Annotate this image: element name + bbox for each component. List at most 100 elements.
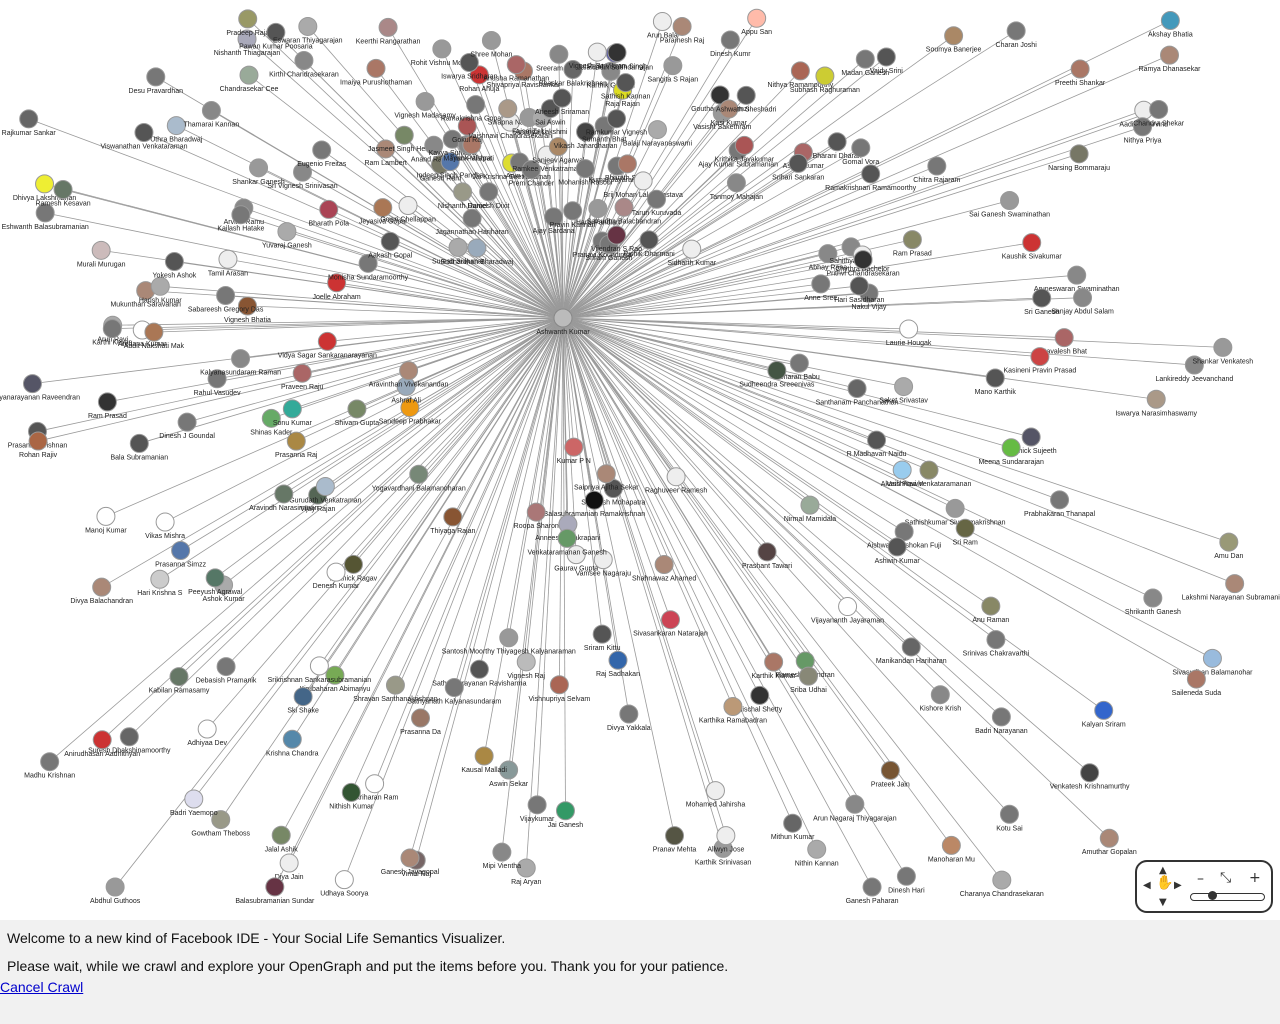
friend-avatar[interactable] [448,237,468,257]
friend-node[interactable]: Arun Nagaraj Thiyagarajan [813,794,897,822]
friend-node[interactable]: Charanya Chandrasekaran [960,870,1044,898]
friend-avatar[interactable] [666,467,686,487]
friend-node[interactable]: Karthick Sujeeth [1006,427,1057,455]
friend-node[interactable]: Prasanna Da [400,708,441,736]
friend-node[interactable]: Sathishkumar Sivaramakrishnan [905,498,1006,526]
pan-right-icon[interactable]: ▶ [1174,880,1182,891]
friend-node[interactable]: Nishanth Daniel [438,182,488,210]
friend-node[interactable]: Jalal Ashik [265,825,299,853]
friend-node[interactable]: Kailash Hatake [217,205,265,233]
friend-avatar[interactable] [927,156,947,176]
friend-avatar[interactable] [789,353,809,373]
friend-node[interactable]: Kausal Malladi [461,746,507,774]
friend-avatar[interactable] [319,199,339,219]
friend-avatar[interactable] [1006,21,1026,41]
friend-node[interactable]: Aswin Sekar [489,760,529,788]
friend-node[interactable]: Balasubramanian Sundar [235,877,315,905]
friend-node[interactable]: Indeep Singh Pandha [417,152,484,180]
friend-avatar[interactable] [341,782,361,802]
friend-node[interactable]: Imaiya Purushothaman [340,58,412,86]
friend-node[interactable]: Sudheendra Sreeenivas [739,361,815,389]
friend-node[interactable]: Laurie Hougak [886,319,932,347]
friend-node[interactable]: Trish Pallapati [450,135,495,163]
friend-avatar[interactable] [566,545,586,565]
friend-avatar[interactable] [527,795,547,815]
friend-node[interactable]: Vamsee Nagaraju [575,550,631,578]
friend-avatar[interactable] [902,230,922,250]
friend-node[interactable]: Eugenio Freitas [297,140,347,168]
friend-node[interactable]: Bharath Pola [309,199,350,227]
friend-node[interactable]: Hans Pandian [576,198,620,226]
friend-avatar[interactable] [790,61,810,81]
friend-avatar[interactable] [516,858,536,878]
friend-node[interactable]: Yuvaraj Ganesh [262,222,312,250]
friend-avatar[interactable] [855,49,875,69]
friend-avatar[interactable] [171,540,191,560]
friend-node[interactable]: Aneesh Sriraman [535,88,589,116]
friend-node[interactable]: Badri Narayanan [975,707,1028,735]
friend-avatar[interactable] [899,319,919,339]
friend-avatar[interactable] [945,498,965,518]
friend-node[interactable]: Preethi Shankar [1055,59,1106,87]
friend-node[interactable]: Anirudhasan Aadhithyan [64,730,140,758]
friend-avatar[interactable] [1080,763,1100,783]
friend-avatar[interactable] [274,484,294,504]
friend-avatar[interactable] [271,825,291,845]
friend-node[interactable]: Harish Kumar [139,276,182,304]
friend-node[interactable]: Praveen Raju [281,363,324,391]
friend-node[interactable]: Pravin Kannan [550,201,596,229]
friend-avatar[interactable] [930,685,950,705]
friend-avatar[interactable] [549,675,569,695]
friend-avatar[interactable] [365,774,385,794]
pan-down-icon[interactable]: ▼ [1159,897,1167,908]
friend-avatar[interactable] [601,61,621,81]
friend-node[interactable]: Rajkumar Sankar [2,109,57,137]
friend-node[interactable]: Srikrishnan Sankarasubramanian [268,656,372,684]
friend-node[interactable]: Raj Sadhakan [596,650,640,678]
friend-avatar[interactable] [652,12,672,32]
friend-node[interactable]: Sreeram Mouli [536,44,582,72]
friend-avatar[interactable] [432,39,452,59]
friend-avatar[interactable] [469,65,489,85]
friend-node[interactable]: Chitra Rajaram [913,156,961,184]
friend-avatar[interactable] [1133,117,1153,137]
friend-node[interactable]: Adhiyaa Dev [187,719,228,747]
friend-node[interactable]: Shankar Ganesh [232,158,285,186]
friend-node[interactable]: Jai Ganesh [548,801,584,829]
friend-node[interactable]: Aakash Gopal [368,231,413,259]
friend-node[interactable]: Manikandan Hariharan [876,637,947,665]
friend-node[interactable]: Debasish Pramanik [196,657,257,685]
pan-hand-icon[interactable]: ✋ [1156,875,1174,891]
friend-avatar[interactable] [347,399,367,419]
friend-avatar[interactable] [492,842,512,862]
friend-node[interactable]: Sidharth Kumar [667,239,717,267]
friend-avatar[interactable] [798,666,818,686]
friend-node[interactable]: Vaishnavi Venkataramanan [887,460,972,488]
friend-node[interactable]: Sanjeev Agarwal [532,137,585,165]
friend-avatar[interactable] [849,276,869,296]
friend-node[interactable]: Saisudha Balachandran [587,197,661,225]
friend-node[interactable]: Saipriya Ajitha Sekar [574,464,639,492]
friend-avatar[interactable] [827,132,847,152]
friend-node[interactable]: Santosh Moorthy Thiyagesh Kalyanaraman [442,628,576,656]
friend-avatar[interactable] [409,464,429,484]
friend-avatar[interactable] [757,542,777,562]
friend-node[interactable]: Lakshmi Narayanan Subramanian [1182,574,1280,602]
friend-avatar[interactable] [862,877,882,897]
friend-node[interactable]: Balasubramanian Ramakrishnan [544,490,646,518]
zoom-slider-handle[interactable] [1207,891,1217,900]
friend-avatar[interactable] [415,91,435,111]
friend-avatar[interactable] [544,207,564,227]
friend-avatar[interactable] [672,16,692,36]
friend-node[interactable]: Sandeep Prabhakar [379,398,442,426]
friend-avatar[interactable] [334,870,354,890]
friend-node[interactable]: Dinesh Kumr [710,30,751,58]
friend-node[interactable]: Raghuveer Ramesh [645,467,707,495]
friend-node[interactable]: Hariharan Ram [351,774,399,802]
friend-avatar[interactable] [201,101,221,121]
friend-avatar[interactable] [549,44,569,64]
friend-node[interactable]: Dinesh J Goundal [159,412,215,440]
friend-avatar[interactable] [218,249,238,269]
friend-avatar[interactable] [892,460,912,480]
friend-node[interactable]: Ram Prasad [88,392,127,420]
